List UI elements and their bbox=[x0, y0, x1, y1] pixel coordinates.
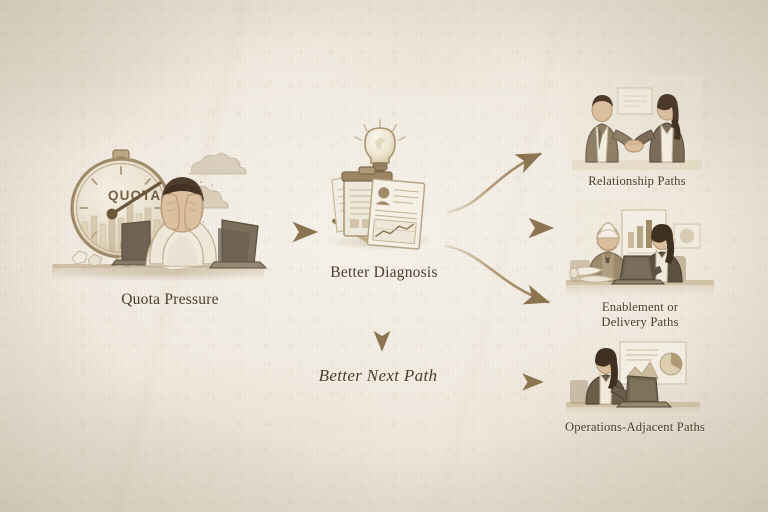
stressed-person bbox=[145, 177, 218, 267]
label-relationship-paths: Relationship Paths bbox=[532, 174, 742, 189]
node-quota-pressure: QUOTA bbox=[46, 138, 296, 308]
floor bbox=[572, 160, 702, 170]
rolled-blueprints bbox=[569, 266, 616, 283]
handshake-icon bbox=[624, 139, 644, 153]
rain-cloud-icon bbox=[188, 152, 247, 187]
laptop bbox=[615, 375, 673, 408]
label-enablement-delivery-paths: Enablement or Delivery Paths bbox=[548, 300, 732, 331]
label-better-next-path: Better Next Path bbox=[288, 366, 468, 387]
operations-adjacent-illustration bbox=[566, 336, 700, 416]
relationship-paths-illustration bbox=[572, 74, 702, 170]
better-diagnosis-illustration bbox=[328, 119, 432, 250]
person-woman bbox=[630, 94, 685, 163]
laptop bbox=[610, 255, 666, 285]
label-operations-adjacent-paths: Operations-Adjacent Paths bbox=[542, 420, 728, 435]
chair bbox=[570, 380, 588, 404]
node-enablement-delivery-paths: Enablement or Delivery Paths bbox=[566, 200, 714, 329]
enablement-delivery-illustration bbox=[566, 200, 714, 296]
resume-document bbox=[366, 178, 426, 250]
laptop-right bbox=[209, 219, 268, 269]
node-operations-adjacent-paths: Operations-Adjacent Paths bbox=[565, 336, 705, 434]
quota-pressure-illustration: QUOTA bbox=[52, 149, 270, 282]
label-quota-pressure: Quota Pressure bbox=[40, 291, 300, 310]
wall-frame-small bbox=[673, 223, 701, 249]
desk-shade bbox=[52, 268, 264, 280]
node-relationship-paths: Relationship Paths bbox=[572, 74, 702, 188]
label-better-diagnosis: Better Diagnosis bbox=[278, 264, 490, 283]
pie-chart-icon bbox=[659, 352, 683, 376]
node-better-next-path: Better Next Path bbox=[288, 366, 468, 394]
node-better-diagnosis: Better Diagnosis bbox=[318, 118, 448, 281]
